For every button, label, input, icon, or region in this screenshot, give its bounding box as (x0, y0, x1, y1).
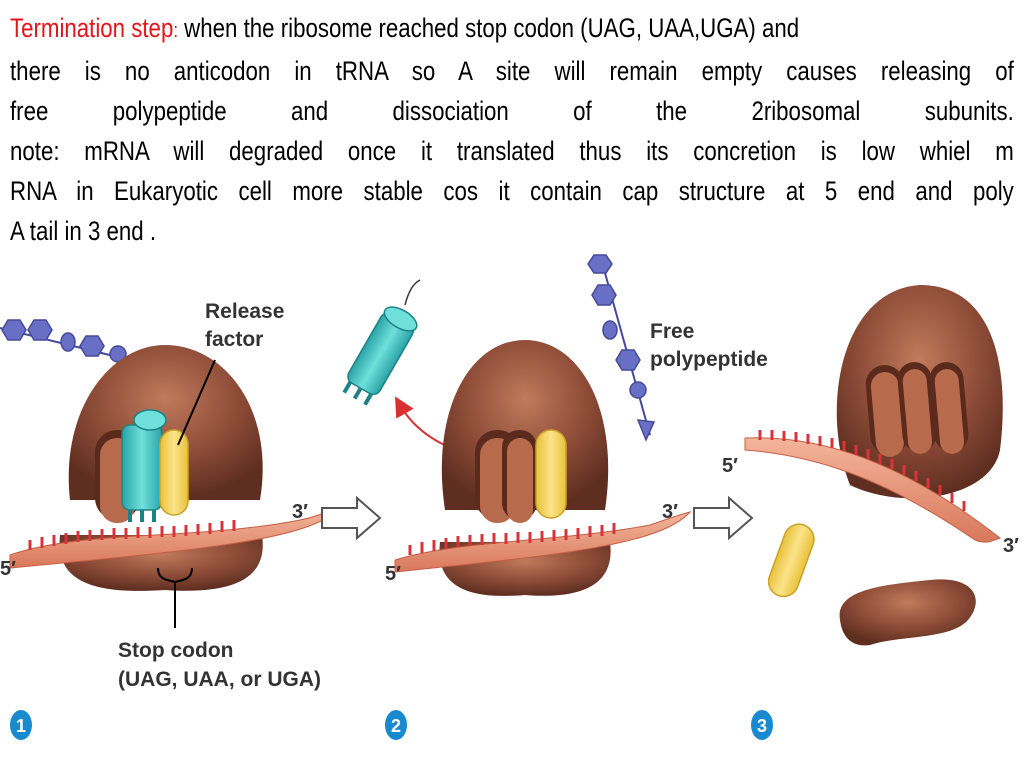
line-5: RNA in Eukaryotic cell more stable cos i… (10, 176, 1014, 206)
panel-2: Free polypeptide 5′ 3′ (342, 254, 768, 596)
panel-3: 5′ 3′ (722, 285, 1019, 646)
release-factor-label-2: factor (205, 328, 263, 351)
step-badge-3: 3 (751, 710, 773, 740)
line-1-text: when the ribosome reached stop codon (UA… (178, 13, 800, 43)
svg-text:2: 2 (391, 716, 401, 736)
five-prime-2: 5′ (385, 563, 401, 585)
mrna-3 (744, 437, 1001, 543)
five-prime-1: 5′ (0, 558, 16, 580)
step-badge-1: 1 (10, 710, 32, 740)
line-1: Termination step: when the ribosome reac… (10, 8, 1014, 51)
svg-text:1: 1 (16, 716, 26, 736)
stop-codon-label-2: (UAG, UAA, or UGA) (118, 668, 321, 691)
heading-colon: : (173, 20, 178, 42)
release-factor-label-1: Release (205, 300, 284, 323)
step-arrow-1 (321, 495, 382, 541)
free-polypeptide-label-2: polypeptide (650, 348, 768, 371)
released-trna-2 (342, 306, 418, 406)
release-factor-2 (535, 429, 567, 519)
release-factor-1 (159, 429, 189, 516)
line-6: A tail in 3 end . (10, 216, 157, 246)
small-subunit-3 (839, 579, 976, 646)
three-prime-1: 3′ (292, 501, 308, 523)
line-4: note: mRNA will degraded once it transla… (10, 136, 1014, 166)
three-prime-2: 3′ (662, 501, 678, 523)
step-badge-2: 2 (385, 710, 407, 740)
step-arrow-2 (693, 495, 754, 541)
five-prime-3: 5′ (722, 455, 738, 477)
released-release-factor-3 (767, 523, 815, 598)
line-3: free polypeptide and dissociation of the… (10, 96, 1014, 126)
svg-text:3: 3 (757, 716, 767, 736)
translation-termination-diagram: Release factor Stop codon (UAG, UAA, or … (0, 254, 1019, 740)
line-2: there is no anticodon in tRNA so A site … (10, 56, 1014, 86)
free-polypeptide-label-1: Free (650, 320, 694, 343)
heading: Termination step (10, 13, 174, 43)
stop-codon-label-1: Stop codon (118, 639, 233, 662)
free-polypeptide-2 (587, 254, 656, 442)
description-text: Termination step: when the ribosome reac… (10, 8, 1014, 251)
panel-1: Release factor Stop codon (UAG, UAA, or … (0, 300, 342, 691)
three-prime-3: 3′ (1003, 535, 1019, 557)
